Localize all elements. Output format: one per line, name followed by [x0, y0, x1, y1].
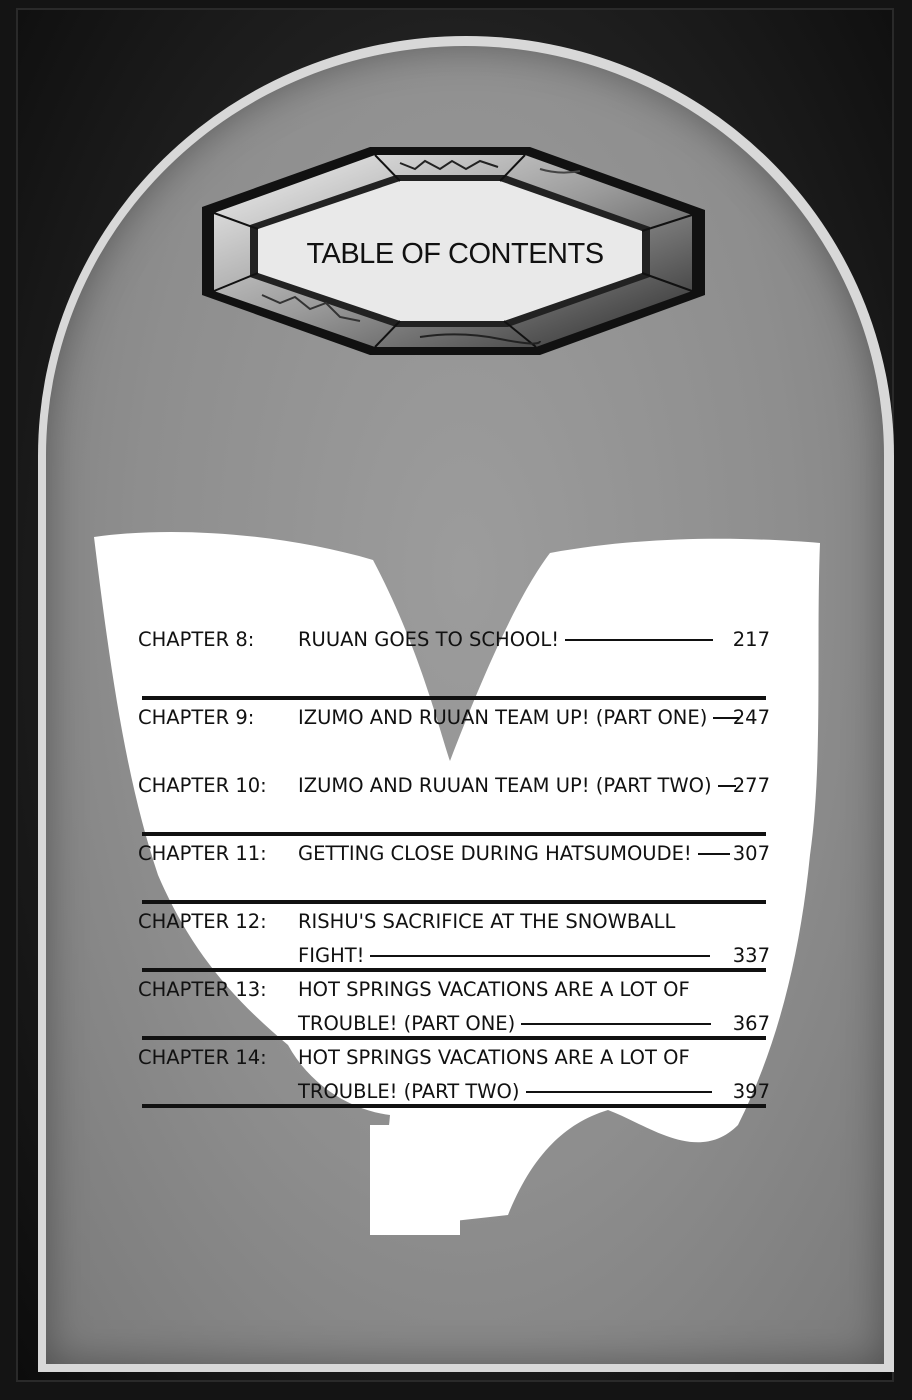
divider-rule [142, 832, 766, 836]
page-number: 397 [732, 1080, 770, 1103]
chapter-title: RUUAN GOES TO SCHOOL! [298, 628, 560, 651]
divider-rule [142, 1104, 766, 1108]
chapter-title-cont: FIGHT! [298, 944, 365, 967]
divider-rule [142, 968, 766, 972]
page-number: 307 [732, 842, 770, 865]
leader-line [713, 716, 740, 719]
page-number: 247 [732, 706, 770, 729]
chapter-label: CHAPTER 9: [138, 706, 255, 729]
chapter-label: CHAPTER 13: [138, 978, 267, 1001]
leader-line [717, 784, 736, 787]
toc-entry-chapter-12[interactable]: CHAPTER 12: RISHU'S SACRIFICE AT THE SNO… [138, 910, 770, 976]
divider-rule [142, 900, 766, 904]
leader-line [565, 638, 714, 641]
chapter-label: CHAPTER 11: [138, 842, 267, 865]
chapter-title-cont: TROUBLE! (PART TWO) [298, 1080, 520, 1103]
chapter-title: RISHU'S SACRIFICE AT THE SNOWBALL [298, 910, 676, 933]
page-title: TABLE OF CONTENTS [306, 238, 604, 270]
leader-line [521, 1022, 712, 1025]
chapter-label: CHAPTER 14: [138, 1046, 267, 1069]
chapter-label: CHAPTER 8: [138, 628, 255, 651]
toc-entry-chapter-11[interactable]: CHAPTER 11: GETTING CLOSE DURING HATSUMO… [138, 842, 770, 882]
toc-entry-chapter-9[interactable]: CHAPTER 9: IZUMO AND RUUAN TEAM UP! (PAR… [138, 706, 770, 746]
octagon-frame-icon [202, 147, 705, 355]
chapter-label: CHAPTER 12: [138, 910, 267, 933]
toc-entry-chapter-13[interactable]: CHAPTER 13: HOT SPRINGS VACATIONS ARE A … [138, 978, 770, 1044]
page-number: 337 [732, 944, 770, 967]
divider-rule [142, 1036, 766, 1040]
leader-line [370, 954, 711, 957]
page-number: 367 [732, 1012, 770, 1035]
toc-entry-chapter-10[interactable]: CHAPTER 10: IZUMO AND RUUAN TEAM UP! (PA… [138, 774, 770, 814]
leader-line [525, 1090, 712, 1093]
leader-line [697, 852, 730, 855]
ribbon-shape [94, 531, 820, 1235]
toc-entry-chapter-8[interactable]: CHAPTER 8: RUUAN GOES TO SCHOOL! 217 [138, 628, 770, 668]
chapter-title: HOT SPRINGS VACATIONS ARE A LOT OF [298, 1046, 690, 1069]
chapter-title: IZUMO AND RUUAN TEAM UP! (PART ONE) [298, 706, 708, 729]
page-number: 217 [732, 628, 770, 651]
chapter-title: HOT SPRINGS VACATIONS ARE A LOT OF [298, 978, 690, 1001]
chapter-title: IZUMO AND RUUAN TEAM UP! (PART TWO) [298, 774, 712, 797]
chapter-title: GETTING CLOSE DURING HATSUMOUDE! [298, 842, 692, 865]
page-number: 277 [732, 774, 770, 797]
chapter-label: CHAPTER 10: [138, 774, 267, 797]
chapter-title-cont: TROUBLE! (PART ONE) [298, 1012, 516, 1035]
divider-rule [142, 696, 766, 700]
toc-entry-chapter-14[interactable]: CHAPTER 14: HOT SPRINGS VACATIONS ARE A … [138, 1046, 770, 1112]
title-emblem: TABLE OF CONTENTS [200, 145, 710, 360]
